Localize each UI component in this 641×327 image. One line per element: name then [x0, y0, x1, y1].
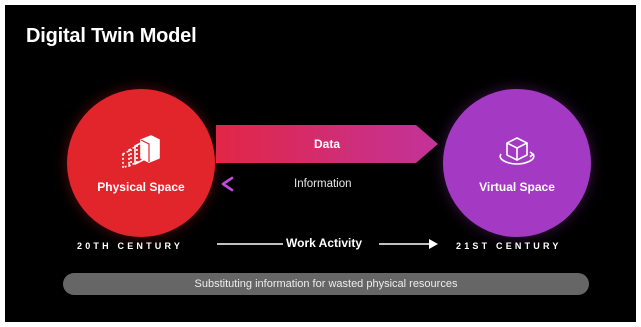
- virtual-space-node: Virtual Space: [443, 89, 591, 237]
- virtual-space-label: Virtual Space: [479, 180, 555, 194]
- slide: Digital Twin Model Physical Space: [5, 5, 636, 322]
- physical-space-node: Physical Space: [67, 89, 215, 237]
- data-flow-label: Data: [313, 137, 340, 151]
- work-activity-line-left: [217, 243, 283, 245]
- physical-space-label: Physical Space: [97, 180, 185, 194]
- slide-title: Digital Twin Model: [26, 25, 197, 47]
- stacked-cubes-icon: [122, 135, 160, 169]
- rotating-cube-icon: [499, 137, 535, 165]
- work-activity-arrow-right: [379, 239, 438, 249]
- data-flow-arrow: [216, 125, 438, 163]
- twentieth-century-label: 20TH CENTURY: [77, 241, 184, 251]
- information-flow-label: Information: [288, 176, 358, 192]
- work-activity-label: Work Activity: [286, 236, 363, 250]
- twenty-first-century-label: 21ST CENTURY: [456, 241, 562, 251]
- summary-banner: Substituting information for wasted phys…: [63, 273, 589, 295]
